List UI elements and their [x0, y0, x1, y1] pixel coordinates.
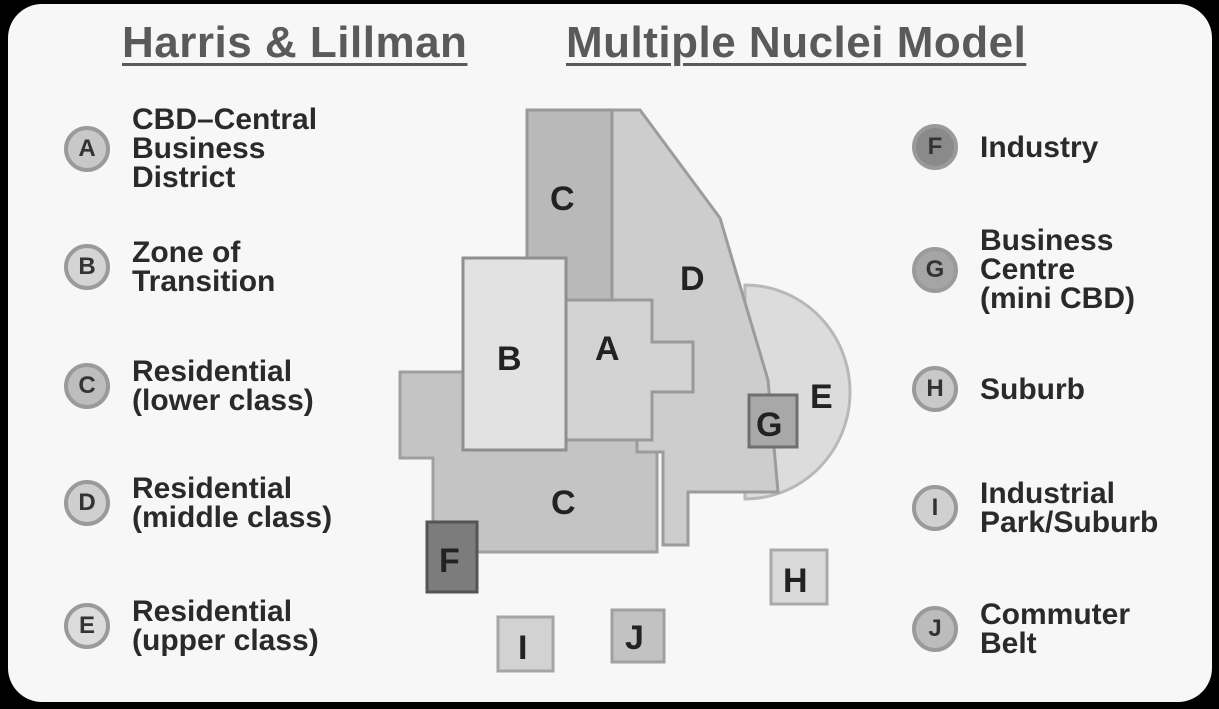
- zone-e-label: E: [810, 378, 833, 416]
- legend-badge-h: H: [912, 366, 958, 412]
- zone-f-shape: [425, 520, 479, 594]
- legend-item-b: B Zone of Transition: [64, 236, 276, 298]
- legend-label-c: Residential (lower class): [132, 355, 314, 417]
- zone-f-label: F: [439, 542, 460, 580]
- legend-badge-c: C: [64, 363, 110, 409]
- zone-j-label: J: [625, 619, 644, 657]
- legend-item-a: A CBD–Central Business District: [64, 103, 318, 194]
- legend-item-f: F Industry: [912, 124, 1098, 170]
- zone-a-label: A: [595, 330, 620, 368]
- legend-label-j: Commuter Belt: [980, 598, 1131, 660]
- legend-label-h: Suburb: [980, 372, 1085, 406]
- zone-a-shape: [564, 298, 695, 442]
- legend-badge-d: D: [64, 480, 110, 526]
- zone-c-upper-label: C: [550, 180, 575, 218]
- legend-label-a: CBD–Central Business District: [132, 103, 318, 194]
- legend-badge-f: F: [912, 124, 958, 170]
- legend-label-e: Residential (upper class): [132, 595, 319, 657]
- legend-item-d: D Residential (middle class): [64, 472, 333, 534]
- legend-item-i: I Industrial Park/Suburb: [912, 477, 1159, 539]
- legend-badge-i: I: [912, 485, 958, 531]
- legend-badge-b: B: [64, 244, 110, 290]
- title-authors: Harris & Lillman: [122, 18, 468, 67]
- legend-item-c: C Residential (lower class): [64, 355, 314, 417]
- legend-badge-e: E: [64, 603, 110, 649]
- zone-c-lower-label: C: [551, 484, 576, 522]
- zone-g-label: G: [756, 406, 782, 444]
- zone-i-shape: [496, 615, 555, 673]
- zone-d-label: D: [680, 260, 705, 298]
- legend-item-j: J Commuter Belt: [912, 598, 1131, 660]
- zone-b-shape: [461, 256, 568, 452]
- legend-badge-j: J: [912, 606, 958, 652]
- legend-badge-g: G: [912, 246, 958, 293]
- zone-g-shape: [747, 393, 799, 449]
- legend-badge-a: A: [64, 125, 110, 172]
- zone-h-shape: [769, 548, 829, 606]
- zone-b-label: B: [497, 340, 522, 378]
- legend-item-g: G Business Centre (mini CBD): [912, 224, 1135, 315]
- legend-label-b: Zone of Transition: [132, 236, 276, 298]
- legend-item-e: E Residential (upper class): [64, 595, 319, 657]
- legend-label-f: Industry: [980, 130, 1099, 164]
- title-model: Multiple Nuclei Model: [566, 18, 1027, 67]
- legend-item-h: H Suburb: [912, 366, 1085, 412]
- zone-h-label: H: [783, 562, 808, 600]
- legend-label-i: Industrial Park/Suburb: [980, 477, 1159, 539]
- zone-j-shape: [610, 608, 666, 664]
- legend-label-g: Business Centre (mini CBD): [980, 224, 1135, 315]
- legend-label-d: Residential (middle class): [132, 472, 333, 534]
- zone-i-label: I: [518, 629, 527, 667]
